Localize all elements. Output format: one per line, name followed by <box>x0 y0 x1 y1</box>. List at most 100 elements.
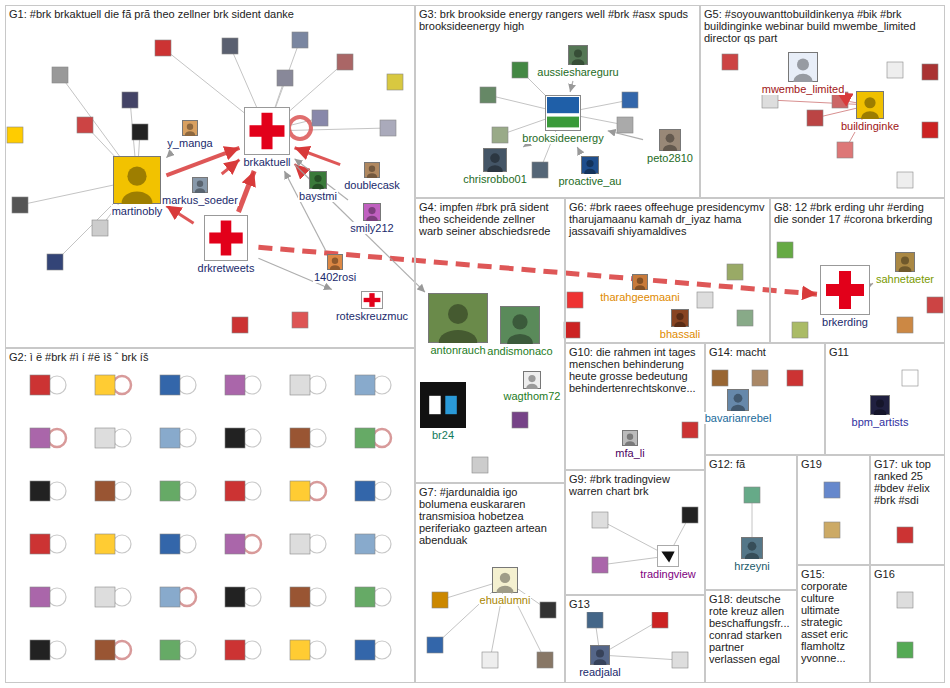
self-loop <box>243 535 261 553</box>
icon-part <box>195 188 205 193</box>
avatar-icon <box>545 95 581 131</box>
icon-part <box>500 573 510 583</box>
vertex-icon <box>160 375 180 395</box>
icon-part <box>748 542 757 551</box>
group-heading: G1: #brk brkaktuell die fã prã theo zell… <box>6 6 414 22</box>
icon-part <box>204 216 247 261</box>
edge-arrow <box>523 145 526 147</box>
icon-part <box>625 441 635 446</box>
vertex-icon <box>122 92 138 108</box>
icon-part <box>507 334 533 344</box>
vertex-label: brkaktuell <box>242 156 291 168</box>
icon-part <box>596 649 604 657</box>
vertex-label: markus_soeder <box>161 194 239 206</box>
vertex-icon <box>160 587 180 607</box>
icon-part <box>448 304 468 324</box>
icon-part <box>368 207 375 214</box>
vertex-icon <box>225 428 245 448</box>
self-loop <box>373 588 391 606</box>
user-vertex: y_manga <box>166 120 213 149</box>
group-heading: G18: deutsche rote kreuz allen beschaffu… <box>706 591 796 667</box>
icon-part <box>439 330 477 343</box>
group-panel: G2: ì ë #brk #ì í #ë ìš ˆ brk íš <box>5 348 415 683</box>
icon-part <box>490 153 500 163</box>
vertex-icon <box>737 310 753 326</box>
icon-part <box>367 173 377 178</box>
user-vertex: antonrauch <box>428 293 488 356</box>
icon-part <box>487 165 502 172</box>
user-vertex: mfa_li <box>614 430 645 459</box>
group-panel: G10: die rahmen int tages menschen behin… <box>565 343 705 470</box>
avatar-icon <box>113 156 161 204</box>
icon-part <box>666 134 675 143</box>
self-loop <box>113 641 131 659</box>
self-loop <box>113 535 131 553</box>
edge-arrow <box>608 131 643 140</box>
icon-part <box>901 256 909 264</box>
user-vertex: bpm_artists <box>851 395 910 428</box>
self-loop <box>48 376 66 394</box>
group-heading: G4: impfen #brk prã sident theo scheiden… <box>416 199 564 239</box>
vertex-label: tharahgeemaani <box>599 291 681 303</box>
self-loop <box>48 535 66 553</box>
vertex-icon <box>77 117 93 133</box>
avatar-icon <box>244 107 290 155</box>
icon-part <box>572 59 585 65</box>
vertex-icon <box>897 642 913 658</box>
vertex-icon <box>787 370 803 386</box>
avatar-icon <box>590 645 610 665</box>
avatar-icon <box>428 293 488 343</box>
vertex-label: smily212 <box>349 222 394 234</box>
group-heading: G9: #brk tradingview warren chart brk <box>566 471 704 499</box>
icon-part <box>663 145 677 151</box>
self-loop <box>48 429 66 447</box>
icon-part <box>745 553 759 559</box>
vertex-icon <box>492 127 508 143</box>
vertex-icon <box>225 481 245 501</box>
icon-part <box>250 125 285 137</box>
group-panel: G15: corporate culture ultimate strategi… <box>797 565 870 683</box>
edge-arrow <box>570 81 573 92</box>
icon-part <box>635 285 645 290</box>
vertex-icon <box>292 32 308 48</box>
edge-arrow <box>872 283 873 285</box>
icon-part <box>526 384 538 389</box>
group-panel: G4: impfen #brk prã sident theo scheiden… <box>415 198 565 483</box>
user-vertex: buildinginke <box>840 91 900 132</box>
group-panel: G19 <box>797 455 870 565</box>
vertex-icon <box>12 197 28 213</box>
avatar-icon <box>856 91 884 119</box>
vertex-label: chrisrobbo01 <box>462 173 528 185</box>
vertex-icon <box>512 62 528 78</box>
icon-part <box>731 405 745 411</box>
vertex-icon <box>290 428 310 448</box>
group-heading: G14: macht <box>706 344 824 360</box>
vertex-icon <box>30 640 50 660</box>
vertex-label: bavarianrebel <box>704 412 773 424</box>
vertex-icon <box>622 92 638 108</box>
user-vertex: doublecask <box>343 162 401 191</box>
vertex-icon <box>290 481 310 501</box>
vertex-icon <box>427 637 443 653</box>
vertex-icon <box>155 40 171 56</box>
vertex-icon <box>225 375 245 395</box>
avatar-icon <box>788 52 818 82</box>
icon-part <box>445 396 457 414</box>
user-vertex: martinobly <box>111 156 164 217</box>
user-vertex: ehualumni <box>479 567 532 606</box>
icon-part <box>364 298 381 302</box>
avatar-icon <box>671 309 689 327</box>
vertex-label: 1402rosi <box>313 271 357 283</box>
icon-part <box>734 394 743 403</box>
vertex-icon <box>95 587 115 607</box>
icon-part <box>312 184 324 189</box>
vertex-label: andismonaco <box>486 345 553 357</box>
vertex-label: br24 <box>431 429 455 441</box>
user-vertex: wagthom72 <box>503 371 562 402</box>
icon-part <box>330 265 340 270</box>
group-heading: G5: #soyouwanttobuildinkenya #bik #brk b… <box>701 6 944 46</box>
vertex-icon <box>652 612 668 628</box>
avatar-icon <box>364 162 380 178</box>
icon-part <box>674 322 686 327</box>
group-panel: G5: #soyouwanttobuildinkenya #bik #brk b… <box>700 5 945 198</box>
